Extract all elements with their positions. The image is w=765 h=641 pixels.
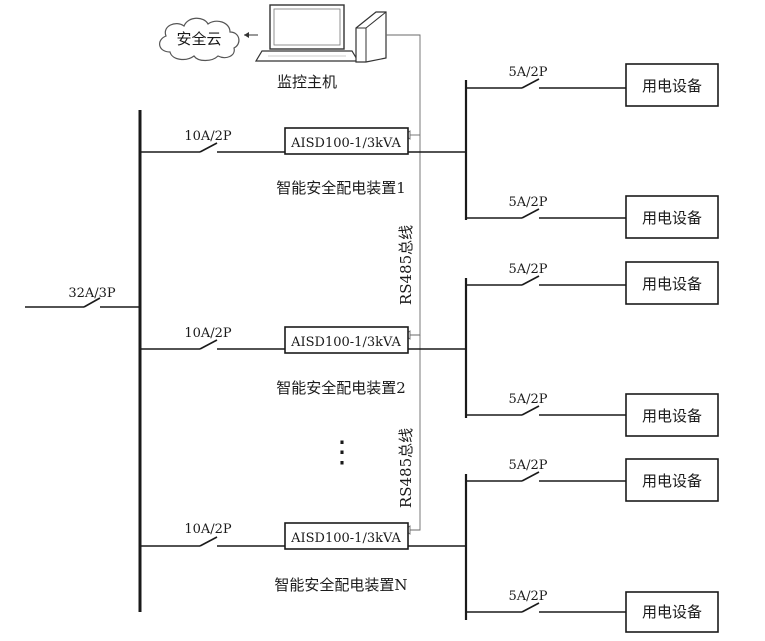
main-incoming-line [25, 297, 140, 308]
feeder-breaker-label: 10A/2P [184, 326, 232, 341]
output-breaker-label: 5A/2P [508, 65, 547, 80]
device-model: AISD100-1/3kVA [290, 531, 401, 546]
computer-icon [254, 4, 387, 63]
device-box [284, 127, 409, 155]
output-breaker-label: 5A/2P [508, 262, 547, 277]
load-box [625, 261, 719, 305]
feeder-breaker-label: 10A/2P [184, 522, 232, 537]
feeder-n [140, 458, 719, 633]
load-label: 用电设备 [642, 275, 702, 293]
load-box [625, 63, 719, 107]
device-name: 智能安全配电装置2 [276, 379, 406, 397]
output-breaker-label: 5A/2P [508, 392, 547, 407]
device-model: AISD100-1/3kVA [290, 136, 401, 151]
device-name: 智能安全配电装置N [274, 576, 407, 594]
load-box [625, 393, 719, 437]
load-label: 用电设备 [642, 407, 702, 425]
output-breaker-label: 5A/2P [508, 458, 547, 473]
device-box [284, 326, 409, 354]
load-label: 用电设备 [642, 209, 702, 227]
device-name: 智能安全配电装置1 [276, 179, 406, 197]
device-model: AISD100-1/3kVA [290, 335, 401, 350]
device-box [284, 522, 409, 550]
rs485-line [386, 34, 421, 535]
load-label: 用电设备 [642, 472, 702, 490]
output-breaker-label: 5A/2P [508, 589, 547, 604]
host-label: 监控主机 [277, 73, 337, 91]
load-box [625, 458, 719, 502]
bus-label-2: RS485总线 [397, 428, 415, 508]
ellipsis: ⋮ [327, 435, 357, 470]
feeder-breaker-label: 10A/2P [184, 129, 232, 144]
feeder-1 [140, 63, 719, 239]
main-breaker-label: 32A/3P [68, 286, 116, 301]
load-box [625, 195, 719, 239]
feeder-2 [140, 261, 719, 437]
arrow-left-icon [244, 32, 258, 38]
load-box [625, 591, 719, 633]
bus-label-1: RS485总线 [397, 225, 415, 305]
output-breaker-label: 5A/2P [508, 195, 547, 210]
load-label: 用电设备 [642, 603, 702, 621]
cloud-label: 安全云 [176, 30, 221, 48]
cloud-icon [159, 17, 240, 62]
load-label: 用电设备 [642, 77, 702, 95]
